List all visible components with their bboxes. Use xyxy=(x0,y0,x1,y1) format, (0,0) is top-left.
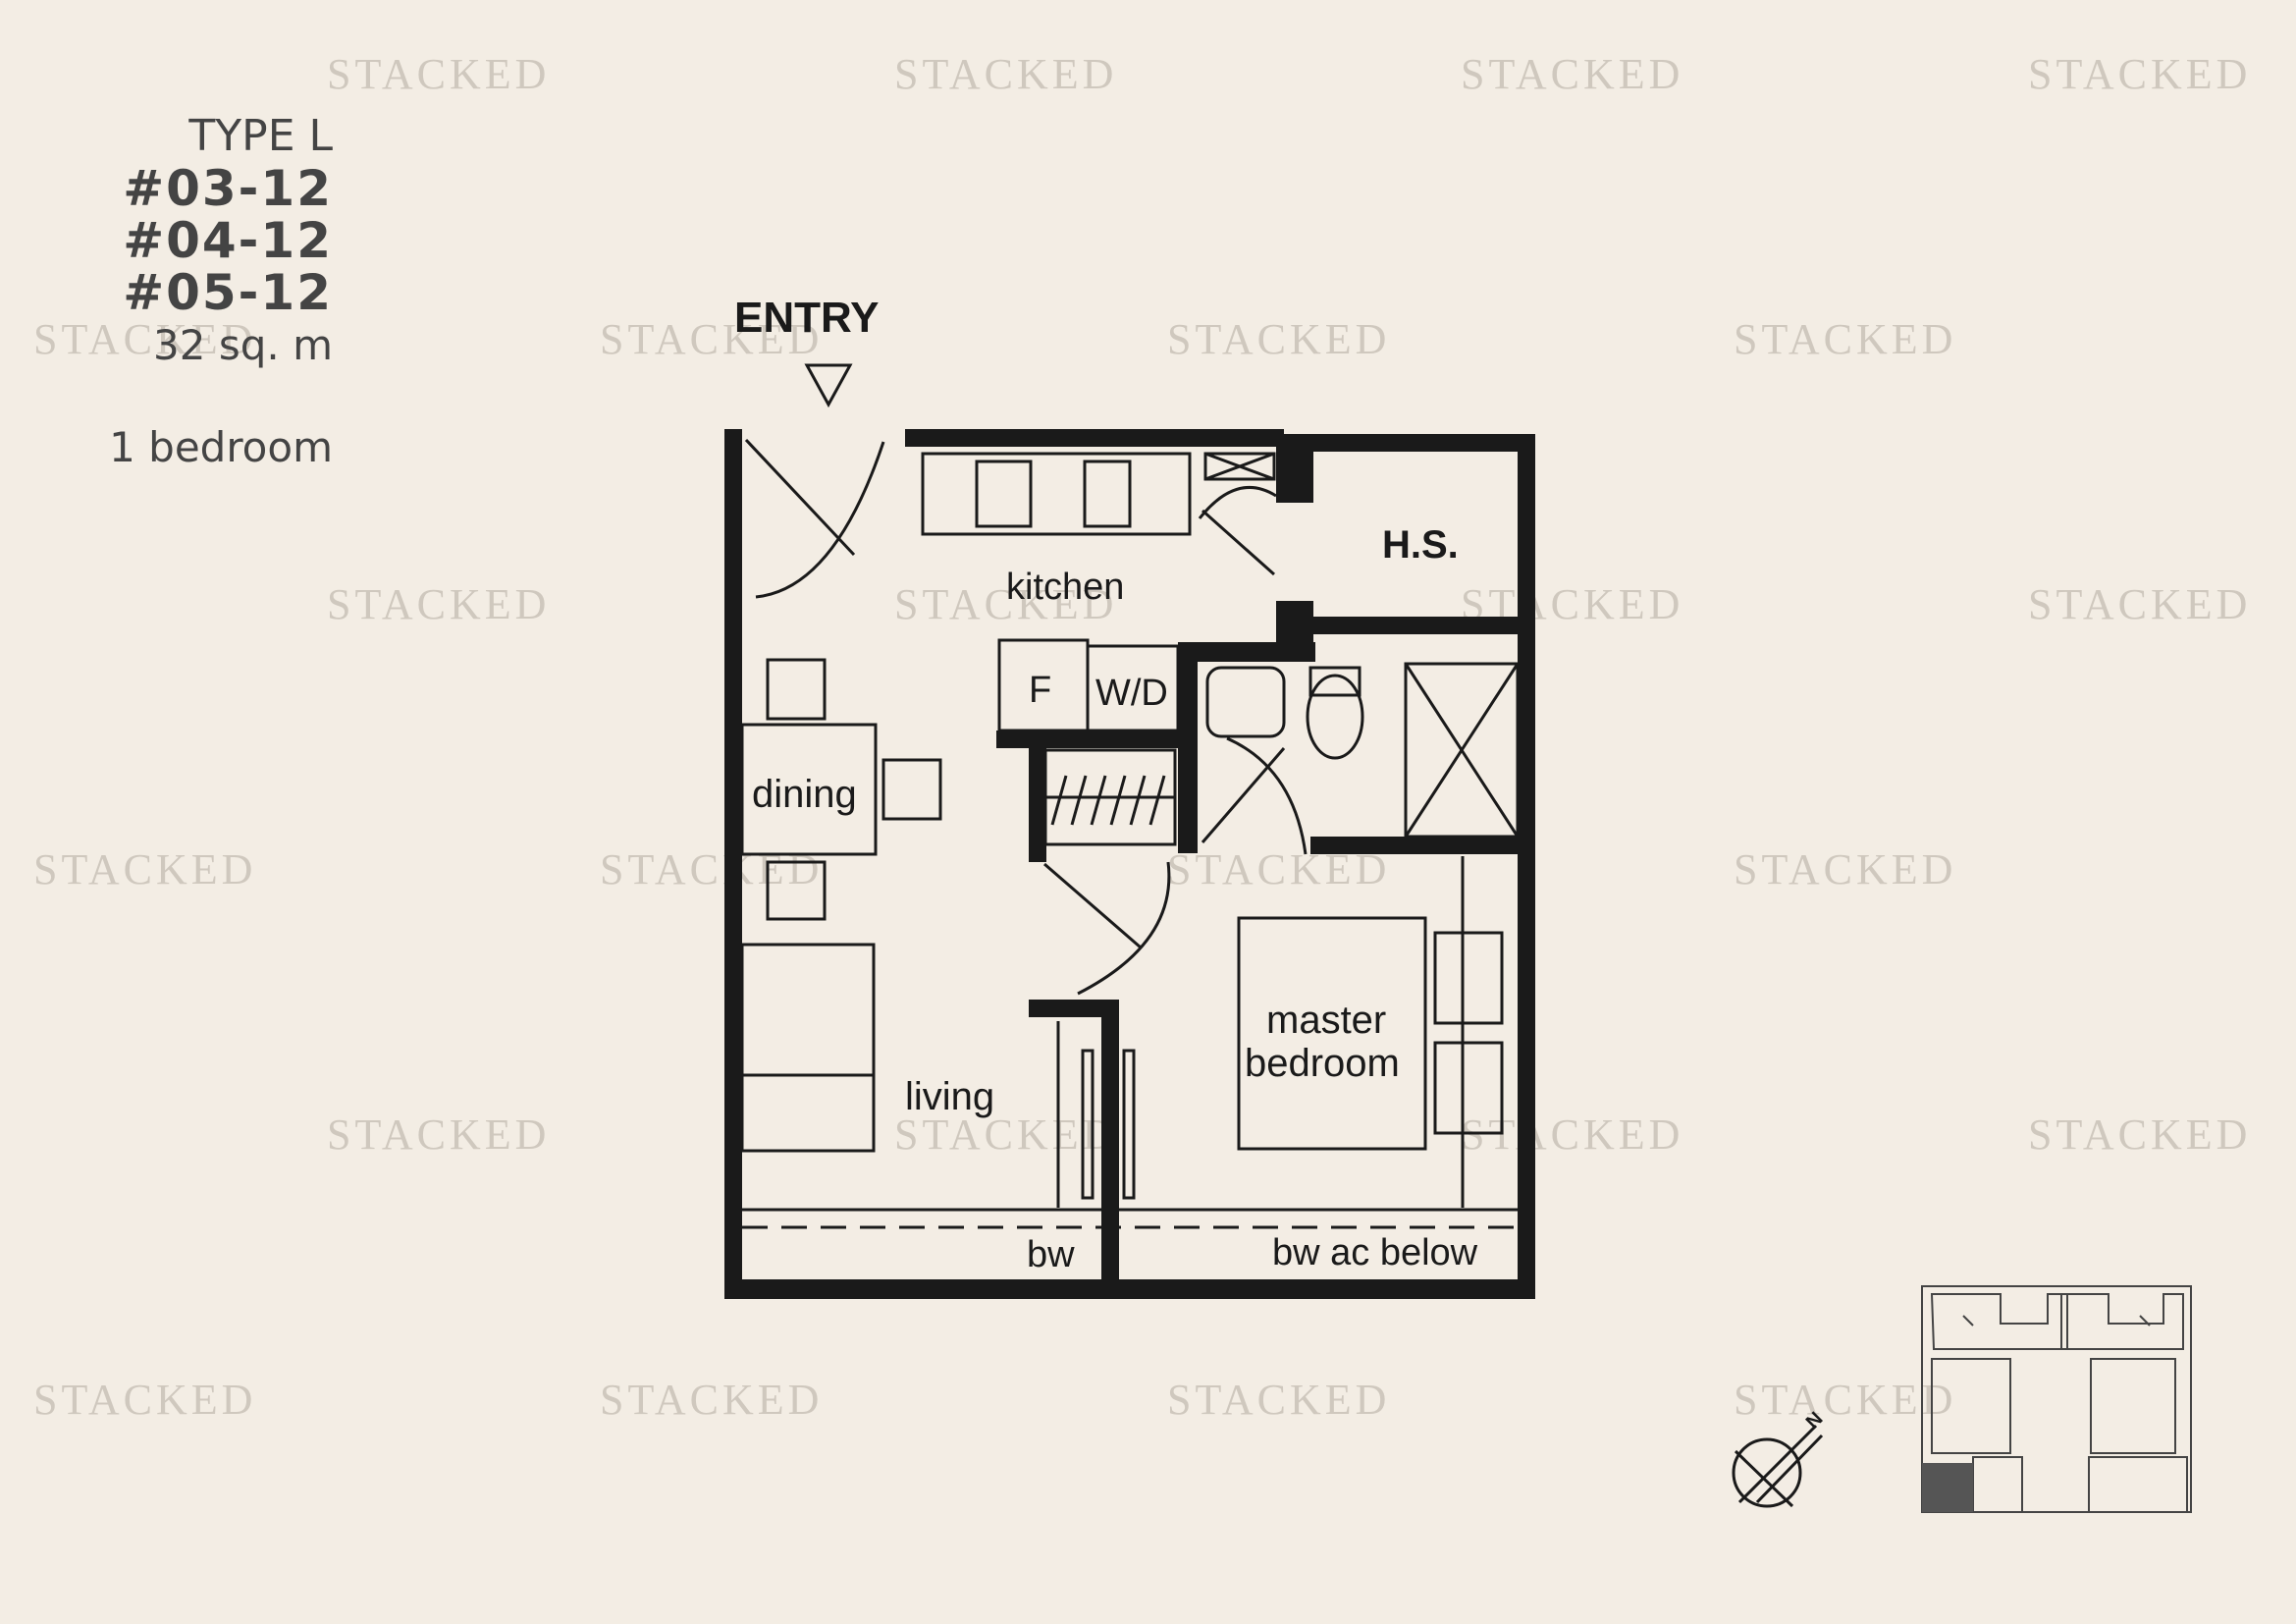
hs-label: H.S. xyxy=(1382,523,1459,567)
unit-number: #03-12 xyxy=(123,160,333,217)
north-label: N xyxy=(1802,1408,1828,1434)
unit-number: #04-12 xyxy=(123,212,333,269)
cooktop-icon xyxy=(1083,460,1132,528)
bedside xyxy=(1433,931,1504,1025)
unit-number: #05-12 xyxy=(123,264,333,321)
walls xyxy=(724,429,1535,1299)
master-bedroom-label: master xyxy=(1266,999,1386,1042)
bed xyxy=(1237,916,1427,1151)
dining-chair xyxy=(766,860,827,921)
bedside xyxy=(1433,1041,1504,1135)
washer-dryer-label: W/D xyxy=(1095,673,1168,714)
sink-icon xyxy=(975,460,1033,528)
living-label: living xyxy=(905,1075,994,1118)
bay-window-label: bw xyxy=(1027,1234,1075,1275)
bedroom-door xyxy=(1043,862,1142,949)
meter-box xyxy=(1203,452,1276,481)
bay-window-ac-label: bw ac below xyxy=(1272,1232,1478,1273)
dining-chair xyxy=(766,658,827,721)
kitchen-label: kitchen xyxy=(1006,567,1124,608)
dining-label: dining xyxy=(752,773,857,816)
hs-door xyxy=(1201,509,1275,576)
bedroom-count: 1 bedroom xyxy=(109,423,333,471)
unit-type: TYPE L xyxy=(188,111,333,161)
sofa xyxy=(740,943,876,1153)
toilet-icon xyxy=(1306,674,1364,760)
bath-door xyxy=(1201,747,1286,843)
unit-legend: TYPE L #03-12 #04-12 #05-12 32 sq. m 1 b… xyxy=(109,110,333,474)
dining-chair xyxy=(881,758,942,821)
master-bedroom-label: bedroom xyxy=(1245,1042,1400,1085)
basin-icon xyxy=(1205,666,1286,738)
unit-area: 32 sq. m xyxy=(153,321,333,369)
kitchen-counter xyxy=(921,452,1192,536)
entry-label: ENTRY xyxy=(734,294,880,342)
entry-arrow-icon xyxy=(804,363,853,408)
unit-location-marker xyxy=(1922,1463,1973,1512)
north-arrow-icon xyxy=(1732,1424,1824,1508)
key-plan xyxy=(1921,1285,2192,1513)
entry-door xyxy=(744,438,856,557)
fridge-label: F xyxy=(1029,670,1051,711)
